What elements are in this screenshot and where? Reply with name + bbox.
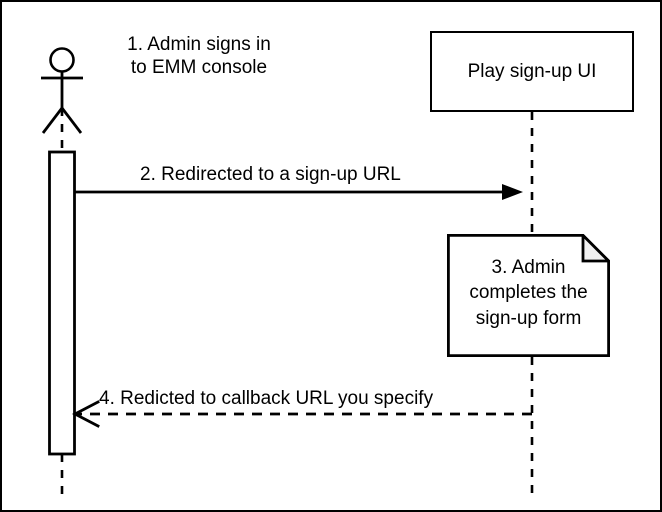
note-line-1: 3. Admin (491, 257, 566, 278)
note-document-shape (447, 234, 610, 357)
message-4-arrow (71, 400, 532, 428)
actor-stick-figure-icon (41, 47, 83, 134)
note-3-text: 3. Admin completes the sign-up form (447, 255, 610, 331)
note-body (447, 234, 610, 357)
actor-head-icon (49, 47, 75, 73)
actor-left-leg-icon (41, 107, 64, 134)
message-4-label: 4. Redicted to callback URL you specify (99, 388, 434, 409)
actor-right-leg-icon (60, 107, 83, 134)
actor-caption-line-2: to EMM console (130, 57, 268, 79)
message-4-arrowhead-icon (71, 400, 100, 428)
message-2-label: 2. Redirected to a sign-up URL (140, 164, 401, 185)
note-line-2: completes the (469, 282, 588, 304)
note-folded-corner-icon (581, 234, 610, 263)
message-2-arrow (74, 184, 523, 200)
participant-label: Play sign-up UI (467, 60, 597, 82)
message-2-arrowhead-icon (502, 184, 523, 200)
note-line-3: sign-up form (475, 307, 582, 329)
actor-activation-bar (48, 150, 76, 456)
actor-caption-line-1: 1. Admin signs in (127, 34, 271, 55)
participant-box-play-sign-up-ui[interactable]: Play sign-up UI (430, 31, 634, 112)
